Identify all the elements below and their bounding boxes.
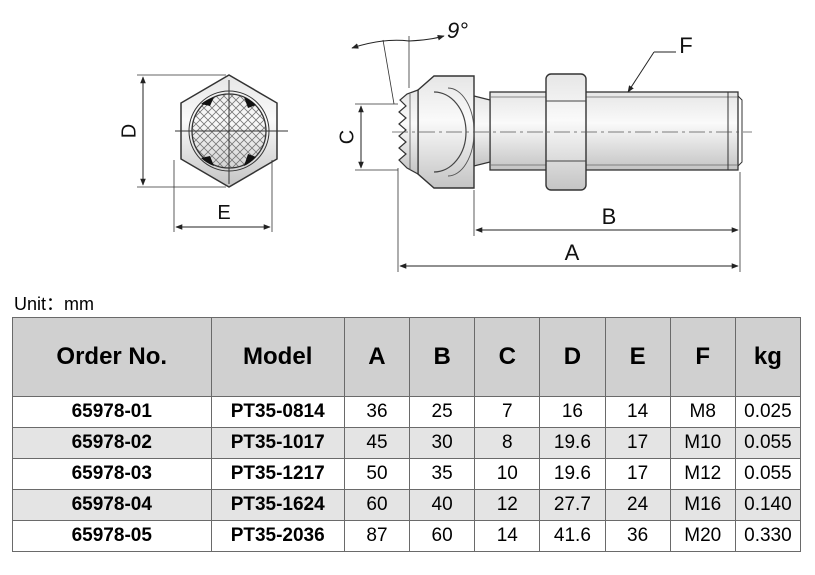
leader-f: F xyxy=(627,33,693,93)
spec-table: Order No. Model A B C D E F kg 65978-01 … xyxy=(12,317,802,552)
cell-b: 35 xyxy=(409,458,476,490)
header-order-no: Order No. xyxy=(12,317,212,397)
cell-e: 24 xyxy=(604,489,671,521)
cell-c: 12 xyxy=(474,489,541,521)
label-e: E xyxy=(217,202,230,224)
cell-c: 14 xyxy=(474,520,541,552)
dimension-a: A xyxy=(397,168,739,272)
cell-order-no: 65978-04 xyxy=(12,489,212,521)
cell-kg: 0.055 xyxy=(734,458,802,490)
cell-d: 19.6 xyxy=(539,427,606,459)
threaded-shaft xyxy=(489,91,739,171)
serrated-face xyxy=(398,89,419,176)
label-a: A xyxy=(565,240,580,265)
label-c: C xyxy=(336,130,358,144)
unit-label: Unit：mm xyxy=(14,294,94,314)
cell-a: 50 xyxy=(343,458,411,490)
cell-f: M20 xyxy=(669,520,736,552)
dimension-b: B xyxy=(473,172,741,272)
cell-order-no: 65978-03 xyxy=(12,458,212,490)
label-f: F xyxy=(679,33,692,58)
cell-model: PT35-2036 xyxy=(210,520,345,552)
table-row: 65978-03 PT35-1217 50 35 10 19.6 17 M12 … xyxy=(12,458,802,490)
cell-e: 17 xyxy=(604,458,671,490)
cell-order-no: 65978-02 xyxy=(12,427,212,459)
cell-f: M16 xyxy=(669,489,736,521)
label-angle: 9° xyxy=(447,18,468,43)
cell-order-no: 65978-05 xyxy=(12,520,212,552)
header-d: D xyxy=(539,317,606,397)
cell-b: 40 xyxy=(409,489,476,521)
header-c: C xyxy=(474,317,541,397)
cell-kg: 0.025 xyxy=(734,396,802,428)
cell-kg: 0.055 xyxy=(734,427,802,459)
cell-f: M10 xyxy=(669,427,736,459)
cell-c: 10 xyxy=(474,458,541,490)
cell-d: 41.6 xyxy=(539,520,606,552)
cell-c: 7 xyxy=(474,396,541,428)
cell-model: PT35-1017 xyxy=(210,427,345,459)
header-f: F xyxy=(669,317,736,397)
cell-d: 19.6 xyxy=(539,458,606,490)
cell-kg: 0.330 xyxy=(734,520,802,552)
cell-a: 45 xyxy=(343,427,411,459)
cell-kg: 0.140 xyxy=(734,489,802,521)
angle-indicator: 9° xyxy=(351,18,468,105)
header-model: Model xyxy=(210,317,345,397)
cell-f: M12 xyxy=(669,458,736,490)
cell-e: 36 xyxy=(604,520,671,552)
cell-b: 30 xyxy=(409,427,476,459)
cell-model: PT35-1217 xyxy=(210,458,345,490)
header-e: E xyxy=(604,317,671,397)
cell-model: PT35-0814 xyxy=(210,396,345,428)
header-kg: kg xyxy=(734,317,802,397)
cell-e: 14 xyxy=(604,396,671,428)
label-b: B xyxy=(602,204,617,229)
cell-a: 60 xyxy=(343,489,411,521)
cell-a: 36 xyxy=(343,396,411,428)
dimension-c: C xyxy=(336,103,398,171)
header-a: A xyxy=(343,317,411,397)
cell-e: 17 xyxy=(604,427,671,459)
end-view xyxy=(175,74,288,188)
table-row: 65978-02 PT35-1017 45 30 8 19.6 17 M10 0… xyxy=(12,427,802,459)
technical-drawing: D E 9° xyxy=(118,18,752,272)
cell-model: PT35-1624 xyxy=(210,489,345,521)
cell-b: 60 xyxy=(409,520,476,552)
cell-a: 87 xyxy=(343,520,411,552)
header-b: B xyxy=(409,317,476,397)
dimension-d: D xyxy=(118,74,226,188)
table-header-row: Order No. Model A B C D E F kg xyxy=(12,317,802,397)
cell-f: M8 xyxy=(669,396,736,428)
cell-c: 8 xyxy=(474,427,541,459)
table-row: 65978-04 PT35-1624 60 40 12 27.7 24 M16 … xyxy=(12,489,802,521)
label-d: D xyxy=(118,124,140,138)
dimension-e: E xyxy=(173,160,273,232)
table-row: 65978-01 PT35-0814 36 25 7 16 14 M8 0.02… xyxy=(12,396,802,428)
cell-order-no: 65978-01 xyxy=(12,396,212,428)
cell-b: 25 xyxy=(409,396,476,428)
cell-d: 27.7 xyxy=(539,489,606,521)
table-row: 65978-05 PT35-2036 87 60 14 41.6 36 M20 … xyxy=(12,520,802,552)
cell-d: 16 xyxy=(539,396,606,428)
